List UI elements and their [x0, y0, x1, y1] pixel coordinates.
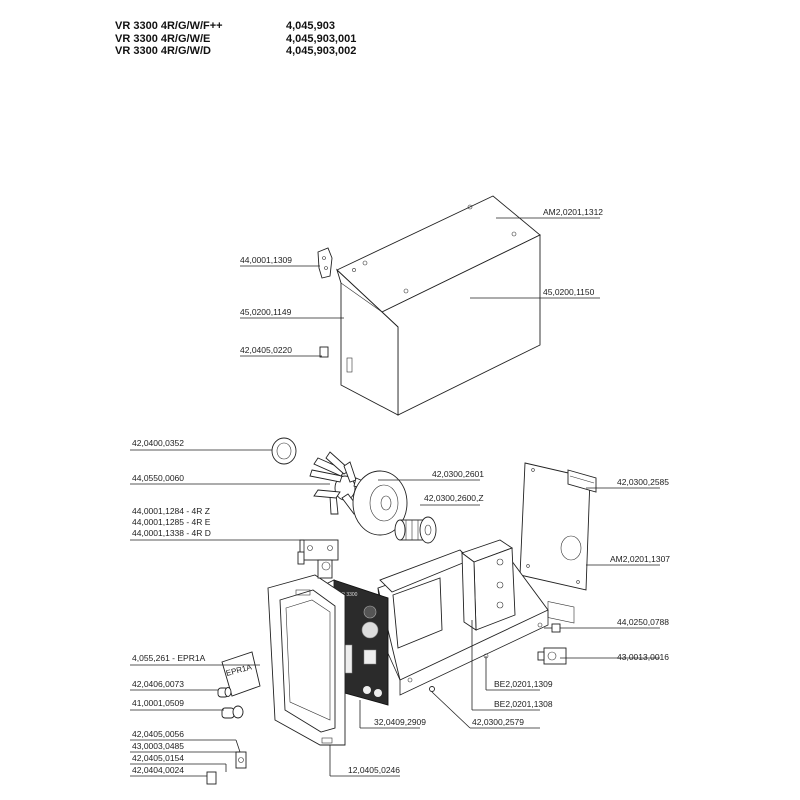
model-name: VR 3300 4R/G/W/D [115, 45, 211, 57]
part-label: 12,0405,0246 [348, 765, 400, 775]
part-label: 42,0404,0024 [132, 765, 184, 775]
part-label: 44,0001,1285 - 4R E [132, 517, 211, 527]
model-code: 4,045,903,002 [286, 45, 357, 57]
control-panel-part: VR 3300 [333, 579, 389, 706]
clip-part [319, 346, 329, 358]
switch-part [235, 751, 247, 769]
part-label: BE2,0201,1309 [494, 679, 553, 689]
part-label: 4,055,261 - EPR1A [132, 653, 206, 663]
part-label: 45,0200,1150 [543, 287, 595, 297]
part-label: 42,0405,0220 [240, 345, 292, 355]
model-name: VR 3300 4R/G/W/E [115, 32, 211, 45]
fan-wheel-part [309, 451, 371, 515]
thermostat-knob-part [221, 705, 244, 719]
motor-shaft-part [394, 516, 437, 544]
epr-label-part: EPR1A [221, 651, 261, 697]
leader-lines [130, 217, 660, 777]
part-label: 42,0300,2600,Z [424, 493, 484, 503]
part-label: 45,0200,1149 [240, 307, 292, 317]
part-label: 42,0406,0073 [132, 679, 184, 689]
small-plate-part [567, 469, 597, 493]
door-part [267, 574, 346, 746]
model-code-list: 4,045,903 4,045,903,001 4,045,903,002 [286, 20, 356, 58]
part-label: 32,0409,2909 [374, 717, 426, 727]
part-label: 42,0405,0154 [132, 753, 184, 763]
part-label: 44,0001,1284 - 4R Z [132, 506, 210, 516]
part-label: 42,0300,2579 [472, 717, 524, 727]
model-name: VR 3300 4R/G/W/F++ [115, 20, 223, 32]
model-list: VR 3300 4R/G/W/F++ VR 3300 4R/G/W/E VR 3… [115, 20, 223, 58]
part-label: AM2,0201,1312 [543, 207, 603, 217]
fan-disc-part [352, 470, 408, 536]
part-label: AM2,0201,1307 [610, 554, 670, 564]
knob-part [217, 687, 232, 698]
part-label: 44,0250,0788 [617, 617, 669, 627]
part-label: 42,0300,2601 [432, 469, 484, 479]
model-code: 4,045,903,001 [286, 32, 357, 45]
bracket-part [206, 771, 217, 785]
part-label: BE2,0201,1308 [494, 699, 553, 709]
top-cover-part [336, 195, 541, 416]
model-code: 4,045,903 [286, 20, 335, 32]
hinge-bracket-part [317, 247, 333, 279]
seal-ring-part [271, 437, 297, 465]
base-frame-part [377, 539, 549, 696]
connector-part [544, 623, 561, 633]
part-label: 44,0001,1309 [240, 255, 292, 265]
part-label: 41,0001,0509 [132, 698, 184, 708]
part-label: 44,0550,0060 [132, 473, 184, 483]
valve-part [537, 647, 567, 665]
part-label: 43,0013,0016 [617, 652, 669, 662]
part-label: 42,0405,0056 [132, 729, 184, 739]
part-label: 44,0001,1338 - 4R D [132, 528, 211, 538]
switch-assembly-part [297, 539, 339, 579]
part-label: 43,0003,0485 [132, 741, 184, 751]
panel-brand-text: VR 3300 [338, 592, 358, 598]
part-label: 42,0300,2585 [617, 477, 669, 487]
part-label: 42,0400,0352 [132, 438, 184, 448]
